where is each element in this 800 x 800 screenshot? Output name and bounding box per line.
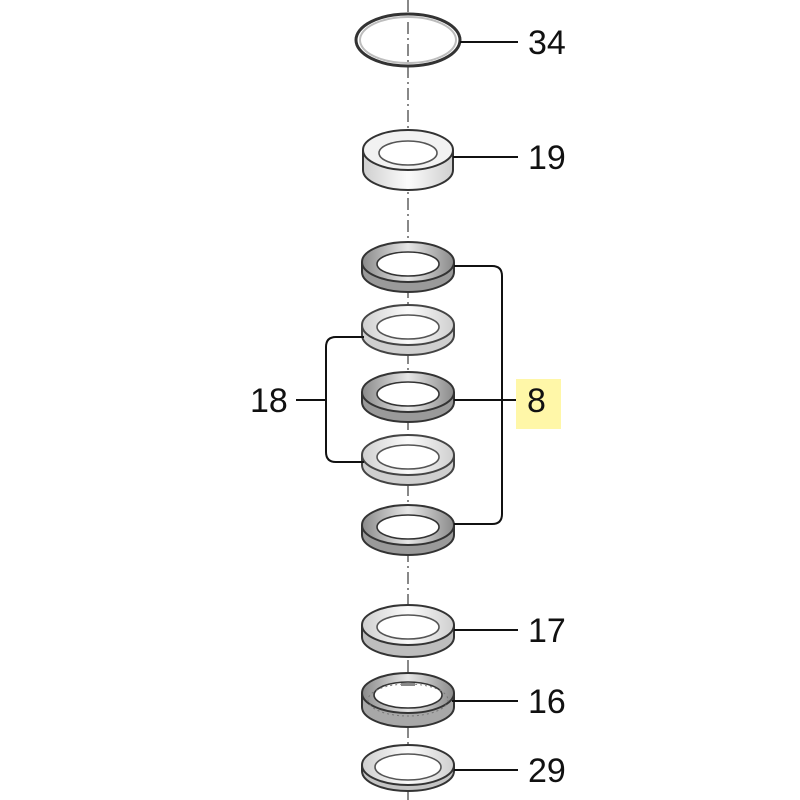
part-8-ring-bottom — [361, 504, 455, 556]
callout-17[interactable]: 17 — [528, 612, 566, 650]
part-18-ring-upper — [361, 304, 455, 356]
bracket-8 — [454, 265, 503, 525]
part-34-o-ring — [354, 12, 462, 68]
part-8-ring-top — [361, 241, 455, 293]
part-16-bearing — [361, 672, 455, 728]
part-18-ring-lower — [361, 434, 455, 486]
callout-19[interactable]: 19 — [528, 139, 566, 177]
callout-8-highlight — [516, 379, 561, 429]
callout-29[interactable]: 29 — [528, 752, 566, 790]
part-17-ring — [361, 604, 455, 658]
part-29-washer — [361, 744, 455, 792]
callout-8[interactable]: 8 — [527, 382, 546, 420]
part-8-ring-middle — [361, 371, 455, 423]
callout-18[interactable]: 18 — [250, 382, 288, 420]
bracket-18 — [325, 336, 364, 463]
part-19-bushing — [362, 129, 454, 191]
callout-34[interactable]: 34 — [528, 24, 566, 62]
callout-16[interactable]: 16 — [528, 683, 566, 721]
